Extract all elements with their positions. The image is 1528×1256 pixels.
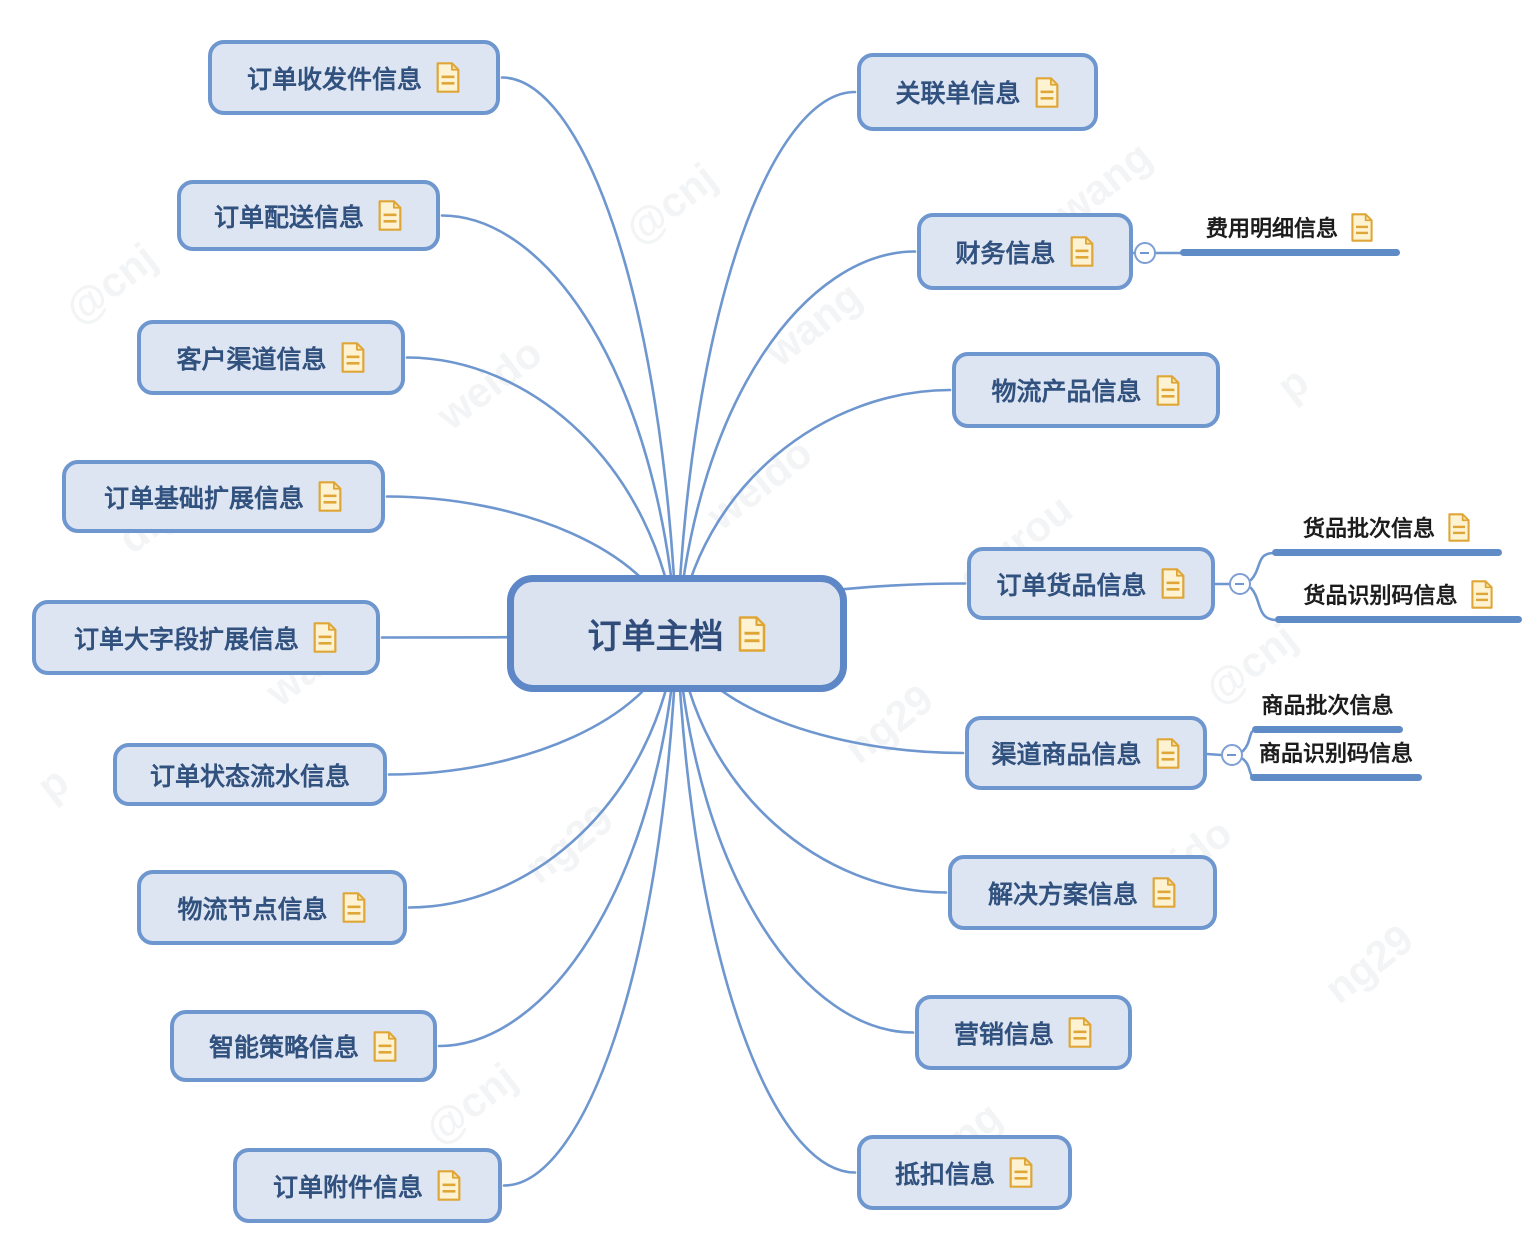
document-icon bbox=[1068, 1017, 1092, 1048]
mindmap-node-base_ext[interactable]: 订单基础扩展信息 bbox=[62, 460, 385, 533]
collapse-toggle-order_goods[interactable] bbox=[1229, 573, 1251, 595]
node-label: 抵扣信息 bbox=[894, 1160, 995, 1189]
underline-branch bbox=[1275, 616, 1522, 623]
document-icon bbox=[1351, 212, 1373, 242]
connector bbox=[440, 214, 679, 637]
connector bbox=[1205, 752, 1223, 757]
node-label: 物流节点信息 bbox=[177, 895, 328, 924]
connector bbox=[675, 250, 917, 637]
node-label: 财务信息 bbox=[955, 239, 1056, 268]
node-label: 订单主档 bbox=[587, 618, 724, 656]
mindmap-node-goods_batch[interactable]: 货品批次信息 bbox=[1272, 503, 1502, 556]
document-icon bbox=[1156, 737, 1179, 769]
mindmap-node-goods_code[interactable]: 货品识别码信息 bbox=[1275, 570, 1522, 623]
node-label: 订单收发件信息 bbox=[246, 65, 422, 94]
underline-branch bbox=[1272, 549, 1502, 556]
mindmap-node-marketing[interactable]: 营销信息 bbox=[915, 995, 1132, 1070]
mindmap-node-channel_product[interactable]: 渠道商品信息 bbox=[965, 716, 1207, 790]
mindmap-node-smart_strategy[interactable]: 智能策略信息 bbox=[170, 1010, 437, 1082]
node-label: 商品识别码信息 bbox=[1258, 741, 1413, 766]
node-label: 费用明细信息 bbox=[1205, 216, 1338, 241]
underline-branch bbox=[1252, 726, 1403, 733]
connector bbox=[502, 633, 679, 1187]
document-icon bbox=[1035, 76, 1058, 108]
connector bbox=[405, 356, 679, 637]
node-label: 订单大字段扩展信息 bbox=[73, 625, 299, 654]
mindmap-node-order_goods[interactable]: 订单货品信息 bbox=[967, 547, 1215, 620]
node-label: 货品批次信息 bbox=[1302, 516, 1435, 541]
mindmap-node-finance[interactable]: 财务信息 bbox=[917, 213, 1133, 290]
mindmap-node-bigfield_ext[interactable]: 订单大字段扩展信息 bbox=[32, 600, 380, 675]
collapse-toggle-channel_product[interactable] bbox=[1221, 744, 1243, 766]
mindmap-node-related[interactable]: 关联单信息 bbox=[857, 53, 1098, 131]
collapse-toggle-finance[interactable] bbox=[1134, 242, 1156, 264]
mindmap-node-deduction[interactable]: 抵扣信息 bbox=[857, 1135, 1072, 1210]
mindmap-node-logistics_node[interactable]: 物流节点信息 bbox=[137, 870, 407, 945]
node-label: 解决方案信息 bbox=[987, 880, 1138, 909]
node-label: 物流产品信息 bbox=[991, 378, 1142, 406]
mindmap-node-customer[interactable]: 客户渠道信息 bbox=[137, 320, 405, 395]
underline-branch bbox=[1250, 774, 1422, 781]
document-icon bbox=[1009, 1157, 1033, 1188]
node-label: 订单状态流水信息 bbox=[149, 762, 350, 791]
node-label: 订单基础扩展信息 bbox=[103, 484, 304, 513]
node-label: 营销信息 bbox=[953, 1020, 1054, 1049]
document-icon bbox=[1152, 877, 1176, 908]
document-icon bbox=[373, 1030, 397, 1062]
document-icon bbox=[1070, 236, 1093, 267]
document-icon bbox=[1156, 374, 1179, 406]
node-label: 渠道商品信息 bbox=[991, 741, 1142, 769]
connector bbox=[407, 633, 679, 909]
connector bbox=[1249, 551, 1276, 582]
connector bbox=[437, 633, 679, 1048]
document-icon bbox=[436, 62, 460, 93]
mindmap-node-root[interactable]: 订单主档 bbox=[507, 575, 847, 692]
node-label: 关联单信息 bbox=[895, 80, 1021, 108]
document-icon bbox=[342, 892, 365, 923]
mindmap-node-status_flow[interactable]: 订单状态流水信息 bbox=[113, 743, 387, 806]
connector bbox=[500, 76, 679, 637]
node-label: 订单货品信息 bbox=[996, 571, 1147, 600]
mindmap-node-product_batch[interactable]: 商品批次信息 bbox=[1252, 680, 1403, 733]
node-label: 商品批次信息 bbox=[1261, 693, 1394, 718]
connector bbox=[675, 633, 857, 1174]
mindmap-node-fee_detail[interactable]: 费用明细信息 bbox=[1180, 203, 1400, 256]
connector bbox=[675, 633, 948, 894]
document-icon bbox=[341, 342, 364, 373]
document-icon bbox=[1470, 579, 1493, 609]
node-label: 订单附件信息 bbox=[272, 1173, 423, 1202]
underline-branch bbox=[1180, 249, 1400, 256]
connector bbox=[675, 90, 857, 637]
document-icon bbox=[313, 622, 337, 653]
mindmap-node-product_code[interactable]: 商品识别码信息 bbox=[1250, 728, 1422, 781]
node-label: 客户渠道信息 bbox=[176, 345, 327, 374]
document-icon bbox=[1161, 568, 1184, 599]
document-icon bbox=[738, 615, 765, 652]
mindmap-node-recv[interactable]: 订单收发件信息 bbox=[208, 40, 500, 115]
mindmap-node-attachment[interactable]: 订单附件信息 bbox=[233, 1148, 502, 1223]
connector bbox=[675, 633, 915, 1034]
document-icon bbox=[1448, 512, 1470, 542]
connector bbox=[1249, 586, 1279, 622]
mindmap-node-delivery[interactable]: 订单配送信息 bbox=[177, 180, 440, 251]
node-label: 货品识别码信息 bbox=[1303, 583, 1458, 608]
node-label: 订单配送信息 bbox=[213, 203, 364, 232]
node-label: 智能策略信息 bbox=[208, 1034, 359, 1062]
document-icon bbox=[437, 1170, 461, 1201]
document-icon bbox=[378, 200, 402, 231]
document-icon bbox=[318, 481, 342, 512]
mindmap-node-solution[interactable]: 解决方案信息 bbox=[948, 855, 1217, 930]
mindmap-node-logistics_product[interactable]: 物流产品信息 bbox=[952, 352, 1220, 428]
